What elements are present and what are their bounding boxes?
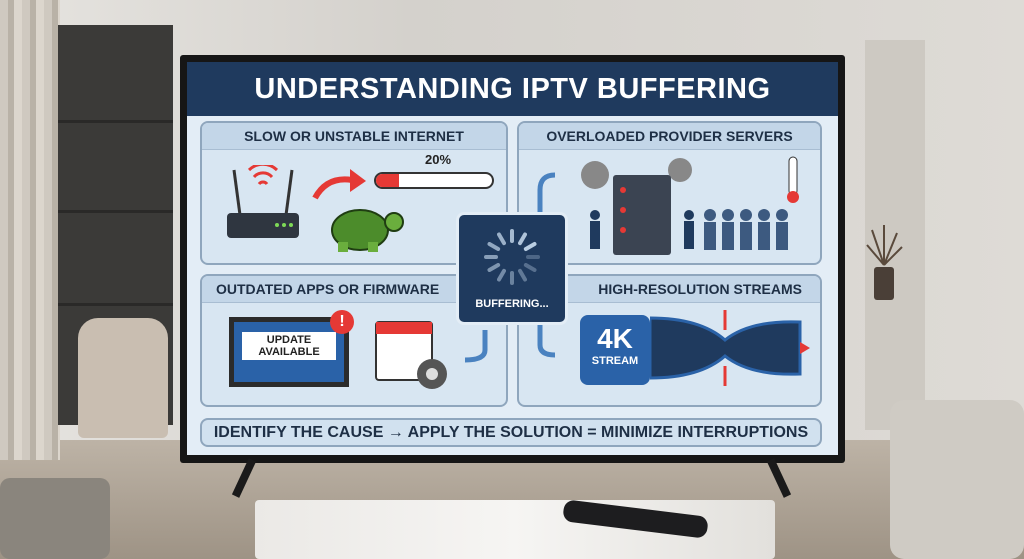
wall-panel [865, 40, 925, 430]
bottleneck-pipe-icon [650, 310, 810, 386]
turtle-icon [331, 209, 404, 252]
update-available-label: UPDATE AVAILABLE [242, 332, 336, 360]
footer-banner: IDENTIFY THE CAUSE → APPLY THE SOLUTION … [200, 418, 822, 447]
spinner-segment [518, 232, 527, 246]
panel-title: HIGH-RESOLUTION STREAMS [519, 276, 820, 303]
alert-icon: ! [330, 310, 354, 334]
progress-fill [376, 174, 400, 187]
buffering-box: BUFFERING... [456, 212, 568, 325]
spinner-segment [523, 263, 537, 272]
spinner-segment [518, 268, 527, 282]
calendar-gear-icon [375, 321, 447, 389]
progress-bar [374, 172, 494, 189]
ottoman [0, 478, 110, 559]
red-arrow-icon [312, 169, 366, 200]
cabinet-divider [58, 303, 173, 306]
overloaded-server-icon [581, 156, 799, 255]
4k-stream-badge: 4K STREAM [580, 315, 650, 385]
spinner-segment [497, 232, 506, 246]
flow-arrow-left-icon [464, 330, 488, 363]
spinner-segment [487, 242, 501, 251]
panel-title: OUTDATED APPS OR FIRMWARE [202, 276, 506, 303]
spinner-segment [487, 263, 501, 272]
spinner-segment [523, 242, 537, 251]
stream-label: STREAM [591, 355, 639, 367]
panel-title: OVERLOADED PROVIDER SERVERS [519, 123, 820, 150]
monitor-icon: UPDATE AVAILABLE [229, 317, 349, 387]
buffering-label: BUFFERING... [475, 298, 549, 310]
infographic-title: UNDERSTANDING IPTV BUFFERING [187, 62, 838, 116]
chair [78, 318, 168, 438]
cabinet-divider [58, 120, 173, 123]
curtain [0, 0, 60, 460]
router-icon [227, 165, 299, 238]
flow-arrows-icon [537, 172, 556, 358]
panel-title: SLOW OR UNSTABLE INTERNET [202, 123, 506, 150]
4k-label: 4K [597, 323, 633, 354]
loading-spinner-icon [484, 229, 540, 285]
cabinet-divider [58, 210, 173, 213]
sofa [890, 400, 1024, 559]
progress-label: 20% [425, 152, 452, 167]
spinner-segment [497, 268, 506, 282]
plant-vase-icon [866, 225, 903, 300]
